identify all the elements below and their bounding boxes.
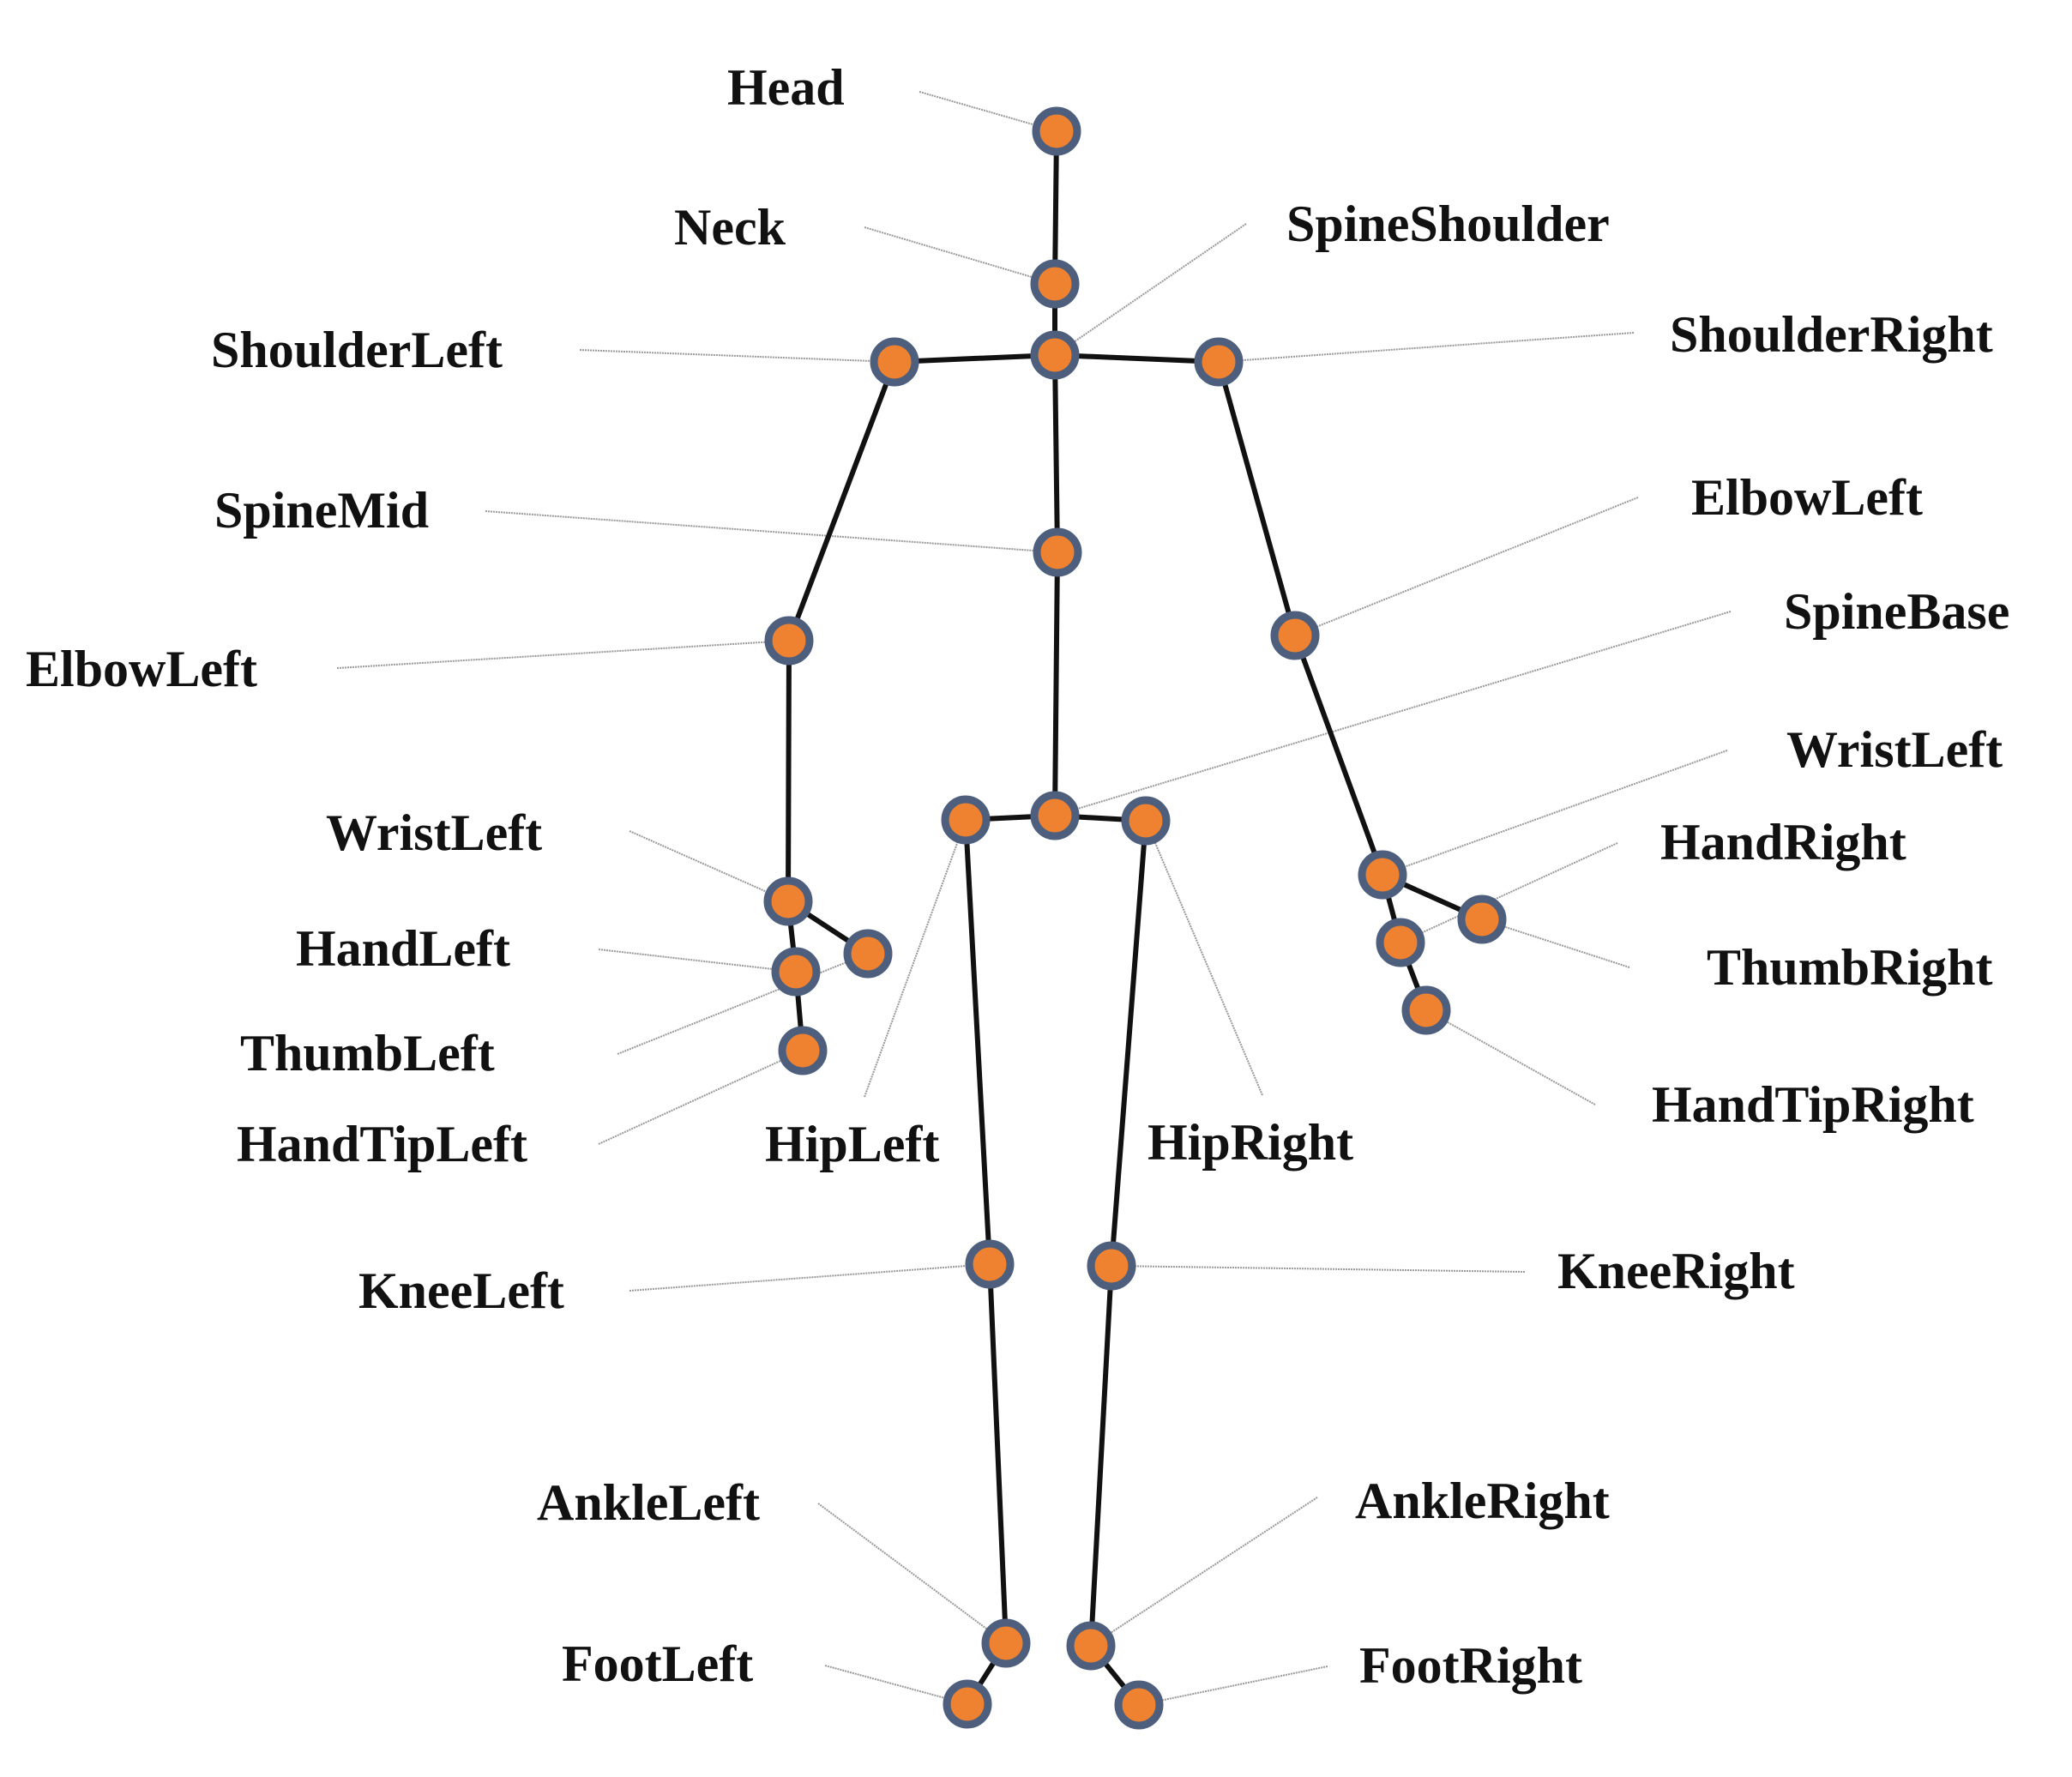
joint-head xyxy=(1032,106,1081,156)
joint-hand-right xyxy=(1376,918,1425,967)
joint-hip-left xyxy=(941,795,991,845)
label-wrist-left-a: WristLeft xyxy=(326,804,542,861)
joint-shoulder-left xyxy=(870,337,919,387)
label-spine-mid: SpineMid xyxy=(214,482,429,539)
leader-line-hand-tip-left xyxy=(598,1050,804,1145)
label-wrist-left-b: WristLeft xyxy=(1786,721,2003,778)
leader-line-hand-left xyxy=(598,949,797,973)
bone-hip-right-to-knee-right xyxy=(1109,818,1148,1268)
label-shoulder-right: ShoulderRight xyxy=(1670,306,1993,363)
label-head: Head xyxy=(727,59,845,116)
leader-line-hip-right xyxy=(1145,820,1263,1096)
leader-line-ankle-right xyxy=(1090,1497,1318,1647)
label-thumb-left: ThumbLeft xyxy=(240,1025,495,1081)
leader-line-hand-right xyxy=(1400,842,1618,943)
joint-spine-shoulder xyxy=(1030,330,1080,380)
label-knee-left: KneeLeft xyxy=(358,1262,564,1319)
leader-line-shoulder-right xyxy=(1218,332,1635,363)
bone-spine-shoulder-to-shoulder-left xyxy=(892,352,1057,364)
joint-hip-right xyxy=(1121,796,1171,846)
label-hip-left: HipLeft xyxy=(765,1116,939,1172)
bone-shoulder-right-to-elbow-left-b xyxy=(1216,359,1298,638)
leader-line-spine-shoulder xyxy=(1054,223,1247,356)
leader-line-hand-tip-right xyxy=(1425,1009,1596,1105)
label-neck: Neck xyxy=(674,199,786,256)
leader-line-knee-left xyxy=(629,1263,991,1292)
leader-line-wrist-left-a xyxy=(629,830,789,902)
joint-hand-tip-left xyxy=(778,1026,828,1075)
joint-foot-right xyxy=(1114,1680,1164,1730)
joint-hand-tip-right xyxy=(1401,985,1451,1035)
joint-ankle-left xyxy=(981,1618,1031,1668)
label-elbow-left-b: ElbowLeft xyxy=(1691,469,1923,526)
leader-line-spine-base xyxy=(1054,611,1732,816)
label-elbow-left-a: ElbowLeft xyxy=(26,641,257,697)
label-hand-tip-right: HandTipRight xyxy=(1652,1076,1974,1133)
bone-knee-right-to-ankle-right xyxy=(1088,1263,1114,1648)
bone-spine-shoulder-to-spine-mid xyxy=(1052,352,1060,555)
leader-line-wrist-left-b xyxy=(1382,750,1728,876)
label-foot-left: FootLeft xyxy=(562,1635,753,1692)
label-hand-right: HandRight xyxy=(1660,814,1906,870)
label-spine-base: SpineBase xyxy=(1784,583,2009,640)
joint-spine-mid xyxy=(1033,527,1082,577)
label-thumb-right: ThumbRight xyxy=(1707,939,1992,996)
joint-spine-base xyxy=(1030,791,1080,840)
leader-line-spine-mid xyxy=(485,510,1058,553)
label-hip-right: HipRight xyxy=(1147,1114,1353,1171)
label-spine-shoulder: SpineShoulder xyxy=(1286,196,1610,252)
bone-shoulder-left-to-elbow-left-a xyxy=(786,359,897,643)
joint-hand-left xyxy=(771,947,821,997)
bone-spine-mid-to-spine-base xyxy=(1052,550,1060,818)
label-hand-tip-left: HandTipLeft xyxy=(237,1116,527,1172)
label-shoulder-left: ShoulderLeft xyxy=(211,322,503,378)
leader-line-thumb-right xyxy=(1481,919,1630,968)
label-knee-right: KneeRight xyxy=(1557,1243,1795,1299)
leader-line-elbow-left-a xyxy=(336,640,790,669)
leader-line-knee-right xyxy=(1111,1265,1526,1273)
joint-elbow-left-b xyxy=(1270,611,1320,660)
label-foot-right: FootRight xyxy=(1359,1637,1582,1694)
leader-line-thumb-left xyxy=(617,953,869,1055)
joint-elbow-left-a xyxy=(764,616,814,666)
joint-foot-left xyxy=(943,1679,992,1729)
joint-shoulder-right xyxy=(1194,337,1244,387)
bone-hip-left-to-knee-left xyxy=(963,817,992,1267)
joint-knee-right xyxy=(1087,1241,1136,1291)
label-hand-left: HandLeft xyxy=(296,920,510,977)
joint-thumb-left xyxy=(843,929,893,979)
bone-elbow-left-a-to-wrist-left-a xyxy=(786,638,792,904)
leader-line-neck xyxy=(864,226,1056,285)
leader-line-ankle-left xyxy=(817,1503,1007,1644)
leader-line-elbow-left-b xyxy=(1294,497,1639,636)
bone-knee-left-to-ankle-left xyxy=(987,1262,1009,1646)
bone-spine-shoulder-to-shoulder-right xyxy=(1052,352,1221,364)
leader-line-hip-left xyxy=(864,819,967,1098)
joint-thumb-right xyxy=(1457,895,1507,944)
bone-elbow-left-b-to-wrist-left-b xyxy=(1292,633,1385,877)
label-ankle-right: AnkleRight xyxy=(1355,1473,1610,1529)
label-ankle-left: AnkleLeft xyxy=(537,1474,760,1531)
joint-neck xyxy=(1030,259,1080,309)
leader-line-foot-right xyxy=(1138,1666,1328,1706)
joint-ankle-right xyxy=(1066,1621,1116,1671)
joint-wrist-left-b xyxy=(1358,850,1407,900)
leader-line-shoulder-left xyxy=(579,349,895,363)
joint-knee-left xyxy=(965,1239,1015,1289)
leader-line-foot-left xyxy=(824,1665,968,1705)
bone-head-to-neck xyxy=(1052,129,1059,286)
joint-wrist-left-a xyxy=(763,876,813,926)
